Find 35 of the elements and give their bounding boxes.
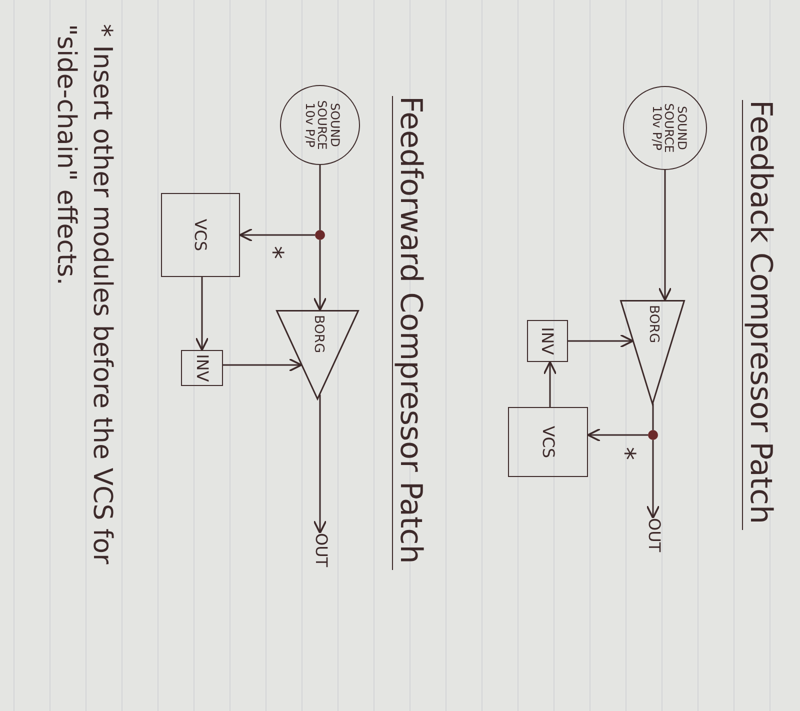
module-box bbox=[161, 193, 240, 277]
junction-dot bbox=[315, 230, 325, 240]
source-label: SOUND SOURCE 10v P/P bbox=[650, 102, 688, 155]
arrow bbox=[239, 228, 315, 242]
module-label: VCS bbox=[192, 218, 208, 254]
sound-source-circle bbox=[623, 86, 707, 170]
footnote: * Insert other modules before the VCS for "side-chain" effects. bbox=[50, 24, 118, 566]
arrow bbox=[543, 361, 557, 407]
arrow bbox=[223, 358, 302, 372]
amplifier-triangle bbox=[276, 310, 359, 400]
module-box bbox=[181, 350, 223, 386]
heading: Feedforward Compressor Patch bbox=[392, 96, 428, 570]
module-label: VCS bbox=[539, 424, 556, 460]
arrow bbox=[195, 277, 209, 351]
junction-dot bbox=[648, 430, 658, 440]
arrow bbox=[658, 170, 672, 301]
heading: Feedback Compressor Patch bbox=[742, 100, 778, 530]
sound-source-circle bbox=[280, 85, 360, 165]
asterisk-mark: * bbox=[610, 447, 640, 460]
amplifier-label: BORG bbox=[312, 315, 326, 354]
module-label: INV bbox=[193, 353, 210, 384]
arrow bbox=[587, 428, 648, 442]
module-box bbox=[527, 320, 568, 362]
arrow bbox=[313, 240, 327, 311]
amplifier-triangle bbox=[620, 300, 685, 405]
output-label: OUT bbox=[312, 533, 329, 568]
arrow bbox=[313, 394, 327, 534]
output-label: OUT bbox=[645, 518, 662, 552]
arrow bbox=[568, 334, 634, 348]
source-label: SOUND SOURCE 10v P/P bbox=[303, 100, 341, 150]
module-box bbox=[508, 407, 588, 477]
asterisk-mark: * bbox=[258, 246, 288, 259]
amplifier-label: BORG bbox=[646, 305, 660, 344]
arrow bbox=[646, 440, 660, 519]
module-label: INV bbox=[538, 326, 556, 357]
